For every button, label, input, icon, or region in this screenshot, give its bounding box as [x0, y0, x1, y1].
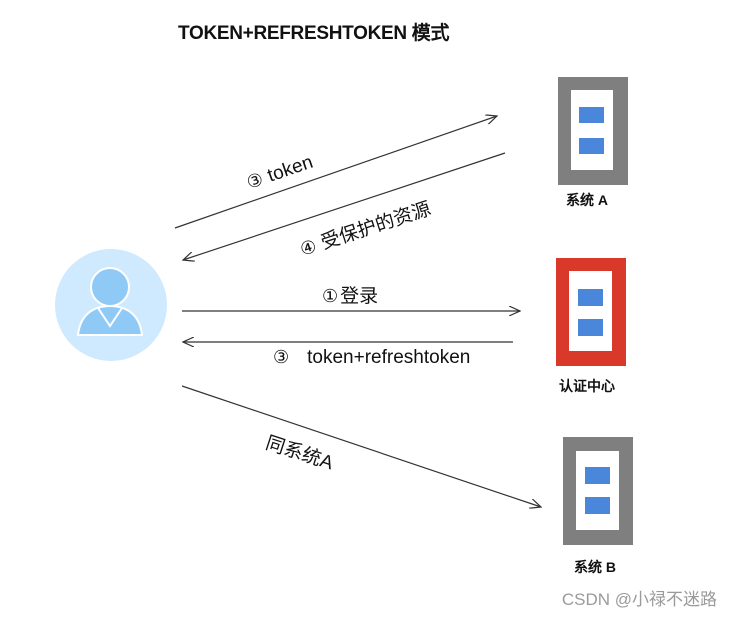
edge-text: token+refreshtoken	[307, 347, 471, 368]
user-avatar-icon	[55, 249, 167, 361]
auth-center-server-icon	[556, 258, 626, 366]
diagram-title: TOKEN+REFRESHTOKEN 模式	[178, 23, 450, 44]
arrow-to-system-b	[181, 385, 541, 507]
arrow-resource-from-system-a	[183, 152, 506, 260]
system-b-label: 系统 B	[574, 559, 616, 575]
system-b-server-icon	[563, 437, 633, 545]
step-number: ③	[273, 347, 290, 368]
edge-text: 登录	[340, 286, 379, 307]
arrow-token-to-system-a	[174, 116, 497, 229]
system-a-server-icon	[558, 77, 628, 185]
system-a-label: 系统 A	[566, 192, 608, 208]
auth-center-label: 认证中心	[559, 378, 615, 394]
watermark: CSDN @小禄不迷路	[561, 590, 717, 609]
edge-label-token-refresh: ③ token+refreshtoken	[273, 347, 470, 369]
step-number: ①	[322, 286, 339, 307]
